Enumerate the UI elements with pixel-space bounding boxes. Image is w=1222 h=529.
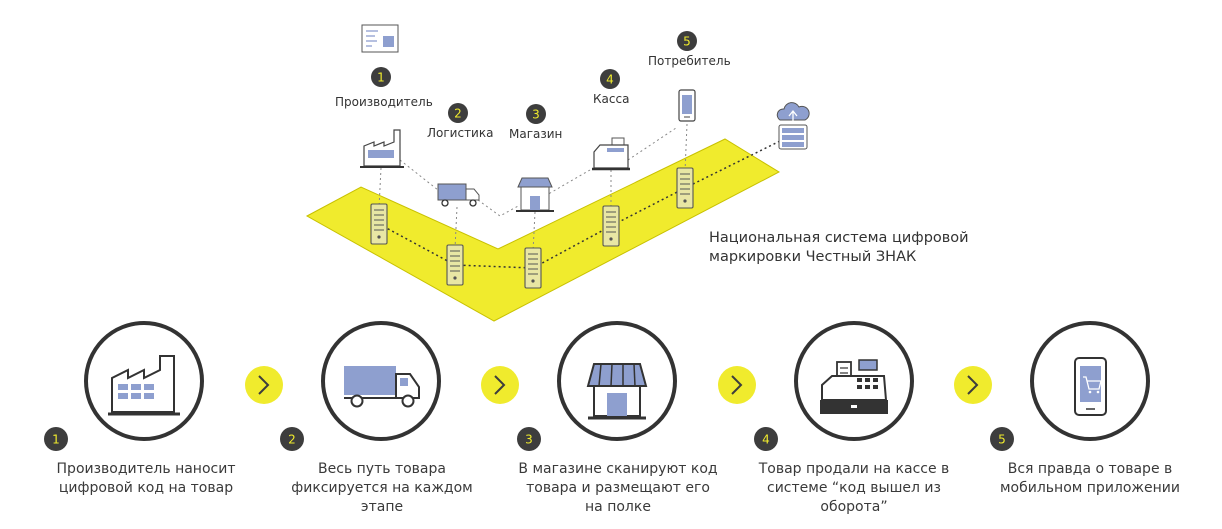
store-icon bbox=[516, 177, 554, 212]
stage-label-checkout: Касса bbox=[593, 92, 630, 106]
step-description: В магазине сканируют код товара и размещ… bbox=[518, 461, 718, 515]
chevron-right-icon bbox=[480, 365, 520, 405]
step-badge: 1 bbox=[44, 427, 68, 451]
stage-badge: 5 bbox=[677, 31, 697, 51]
svg-text:5: 5 bbox=[683, 35, 691, 49]
cloud-server-icon bbox=[776, 102, 810, 150]
stage-badge: 2 bbox=[448, 103, 468, 123]
store-icon bbox=[586, 363, 648, 420]
step-badge: 4 bbox=[754, 427, 778, 451]
step-description: Производитель наносит цифровой код на то… bbox=[56, 461, 236, 496]
step-description: Весь путь товара фиксируется на каждом э… bbox=[291, 461, 473, 515]
svg-text:1: 1 bbox=[377, 71, 385, 85]
system-label: Национальная система цифровой маркировки… bbox=[709, 229, 969, 267]
cash-register-icon bbox=[592, 137, 630, 171]
svg-text:4: 4 bbox=[762, 433, 770, 447]
data-chain-line bbox=[378, 139, 783, 269]
document-icon bbox=[361, 24, 399, 53]
stage-badge: 3 bbox=[526, 104, 546, 124]
step-badge: 2 bbox=[280, 427, 304, 451]
server-icon bbox=[676, 167, 694, 209]
truck-icon bbox=[344, 366, 420, 408]
stage-label-producer: Производитель bbox=[335, 95, 433, 109]
stage-badge: 4 bbox=[600, 69, 620, 89]
smartphone-icon bbox=[1074, 357, 1107, 416]
stage-connectors bbox=[378, 123, 688, 253]
svg-text:4: 4 bbox=[606, 73, 614, 87]
svg-text:3: 3 bbox=[532, 108, 540, 122]
cash-register-icon bbox=[820, 359, 888, 414]
system-band bbox=[305, 138, 781, 322]
chevron-right-icon bbox=[244, 365, 284, 405]
svg-text:2: 2 bbox=[288, 433, 296, 447]
svg-text:3: 3 bbox=[525, 433, 533, 447]
step-badge: 3 bbox=[517, 427, 541, 451]
factory-icon bbox=[108, 355, 180, 416]
stage-badge: 1 bbox=[371, 67, 391, 87]
system-label-line: маркировки Честный ЗНАК bbox=[709, 249, 917, 265]
server-icon bbox=[524, 247, 542, 289]
step-description: Вся правда о товаре в мобильном приложен… bbox=[999, 461, 1181, 496]
system-label-line: Национальная система цифровой bbox=[709, 230, 969, 246]
step-description: Товар продали на кассе в системе “код вы… bbox=[758, 461, 950, 515]
stage-label-consumer: Потребитель bbox=[648, 54, 731, 68]
chevron-right-icon bbox=[953, 365, 993, 405]
smartphone-icon bbox=[678, 89, 696, 122]
svg-text:5: 5 bbox=[998, 433, 1006, 447]
truck-icon bbox=[437, 183, 480, 207]
svg-text:1: 1 bbox=[52, 433, 60, 447]
factory-icon bbox=[360, 129, 404, 168]
svg-text:2: 2 bbox=[454, 107, 462, 121]
server-icon bbox=[446, 244, 464, 286]
server-icon bbox=[602, 205, 620, 247]
stage-label-store: Магазин bbox=[509, 127, 563, 141]
stage-label-logistics: Логистика bbox=[427, 126, 494, 140]
server-icon bbox=[370, 203, 388, 245]
chevron-right-icon bbox=[717, 365, 757, 405]
step-badge: 5 bbox=[990, 427, 1014, 451]
